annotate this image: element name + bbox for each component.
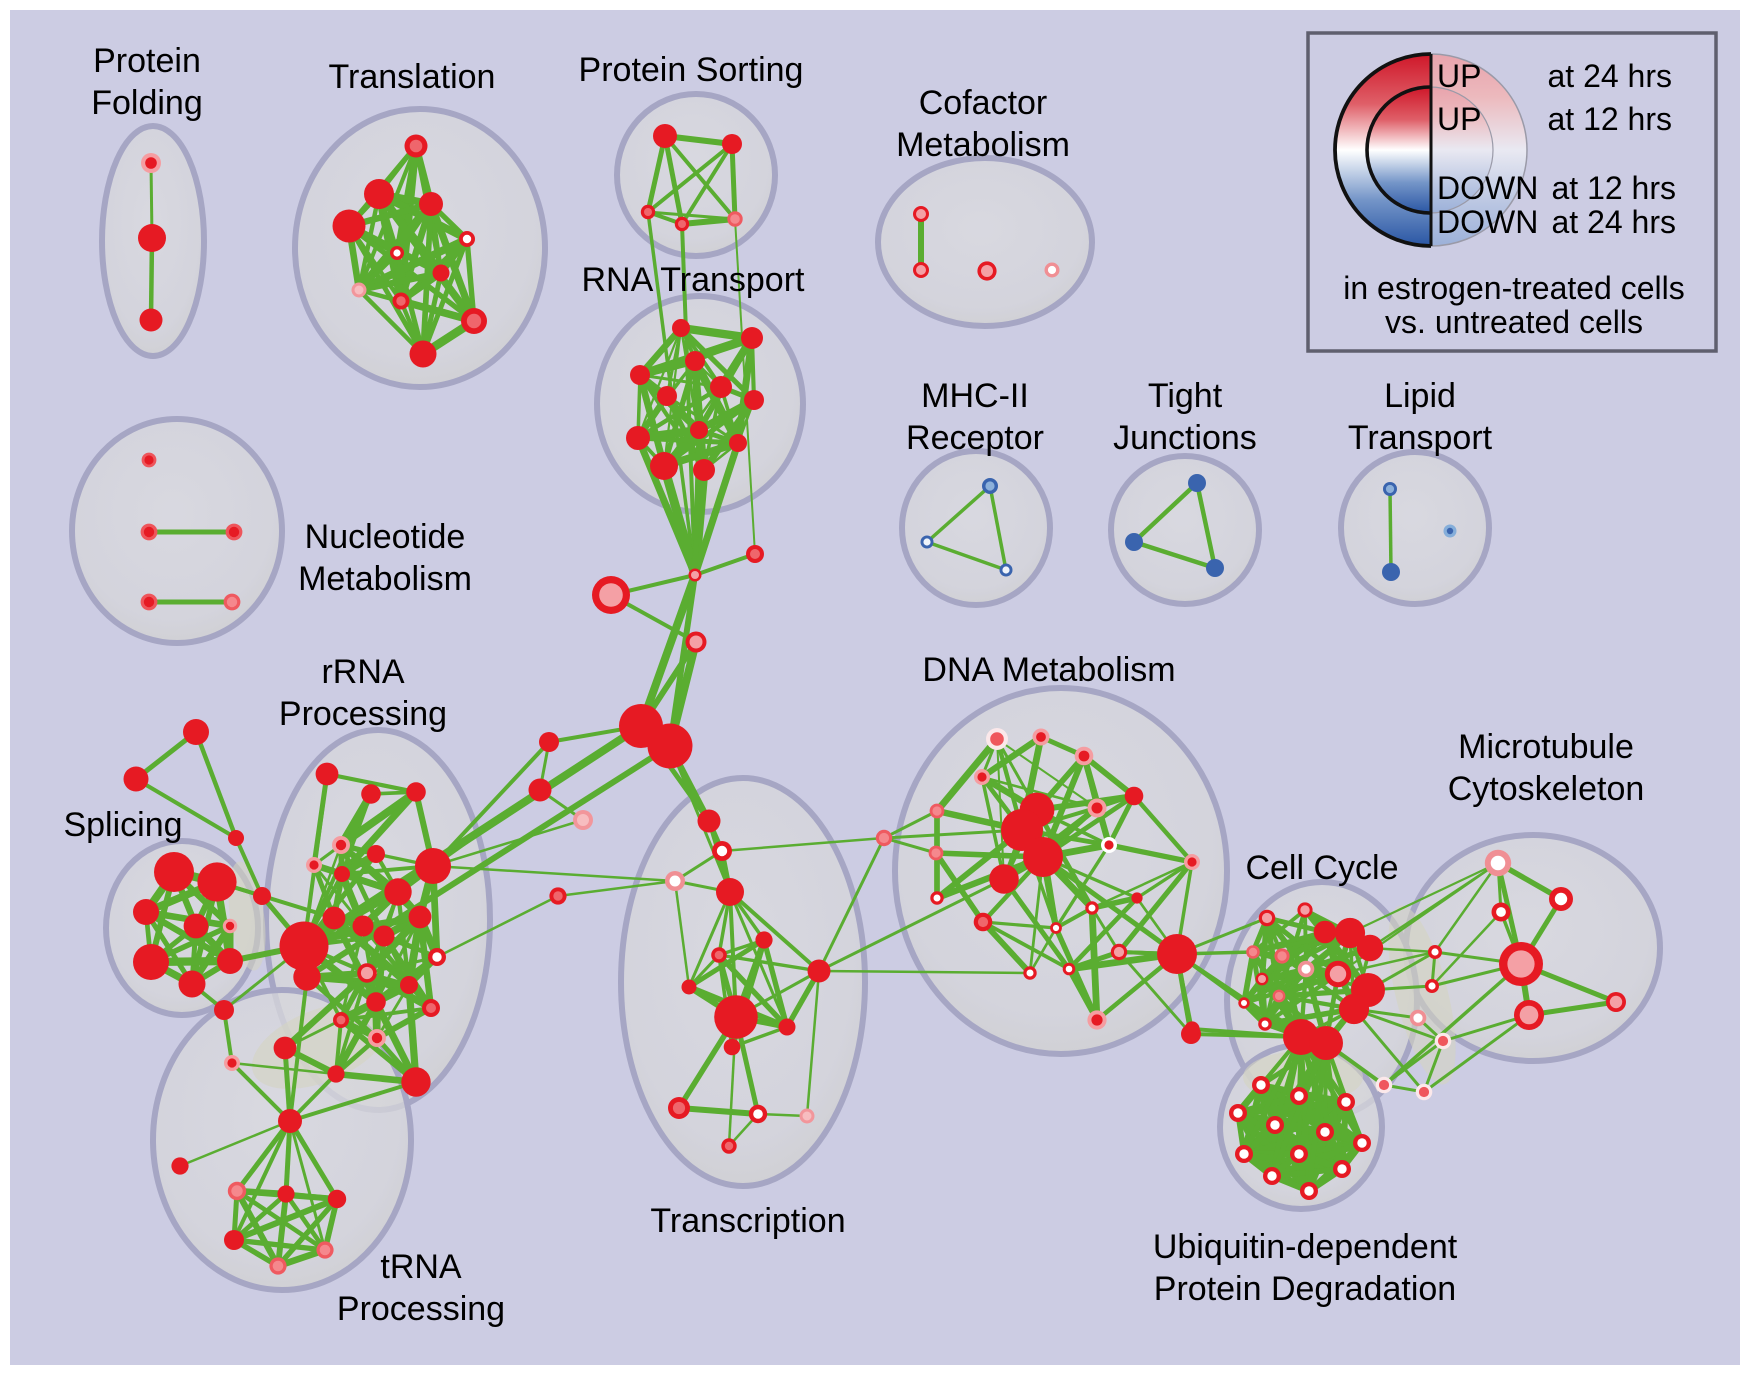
svg-text:rRNA: rRNA — [321, 653, 404, 691]
svg-text:RNA Transport: RNA Transport — [582, 261, 806, 299]
svg-text:Receptor: Receptor — [906, 419, 1044, 457]
svg-text:UP: UP — [1437, 101, 1481, 137]
svg-text:Nucleotide: Nucleotide — [305, 518, 466, 556]
svg-text:DOWN: DOWN — [1437, 170, 1538, 206]
svg-text:Processing: Processing — [337, 1290, 505, 1328]
svg-text:DNA Metabolism: DNA Metabolism — [922, 651, 1175, 689]
svg-text:Splicing: Splicing — [63, 806, 182, 844]
svg-text:Protein Degradation: Protein Degradation — [1154, 1270, 1456, 1308]
svg-text:Junctions: Junctions — [1113, 419, 1257, 457]
svg-text:Metabolism: Metabolism — [298, 560, 472, 598]
svg-text:DOWN: DOWN — [1437, 204, 1538, 240]
svg-text:Transport: Transport — [1348, 419, 1493, 457]
svg-text:Protein: Protein — [93, 42, 201, 80]
svg-text:at 24 hrs: at 24 hrs — [1547, 58, 1672, 94]
svg-text:Processing: Processing — [279, 695, 447, 733]
svg-text:at 12 hrs: at 12 hrs — [1547, 101, 1672, 137]
svg-text:Tight: Tight — [1148, 377, 1223, 415]
svg-text:MHC-II: MHC-II — [921, 377, 1029, 415]
svg-text:Folding: Folding — [91, 84, 203, 122]
svg-text:Translation: Translation — [329, 58, 496, 96]
svg-text:vs. untreated cells: vs. untreated cells — [1385, 304, 1643, 340]
svg-text:at 12 hrs: at 12 hrs — [1551, 170, 1676, 206]
svg-text:Cell Cycle: Cell Cycle — [1245, 849, 1398, 887]
svg-text:Metabolism: Metabolism — [896, 126, 1070, 164]
svg-text:UP: UP — [1437, 58, 1481, 94]
svg-text:Transcription: Transcription — [650, 1202, 845, 1240]
svg-text:Cofactor: Cofactor — [919, 84, 1048, 122]
svg-text:Microtubule: Microtubule — [1458, 728, 1634, 766]
svg-text:Protein Sorting: Protein Sorting — [579, 51, 804, 89]
svg-text:Lipid: Lipid — [1384, 377, 1456, 415]
svg-text:Cytoskeleton: Cytoskeleton — [1448, 770, 1645, 808]
svg-text:tRNA: tRNA — [380, 1248, 462, 1286]
svg-text:at 24 hrs: at 24 hrs — [1551, 204, 1676, 240]
svg-text:in estrogen-treated cells: in estrogen-treated cells — [1343, 270, 1685, 306]
svg-text:Ubiquitin-dependent: Ubiquitin-dependent — [1153, 1228, 1458, 1266]
